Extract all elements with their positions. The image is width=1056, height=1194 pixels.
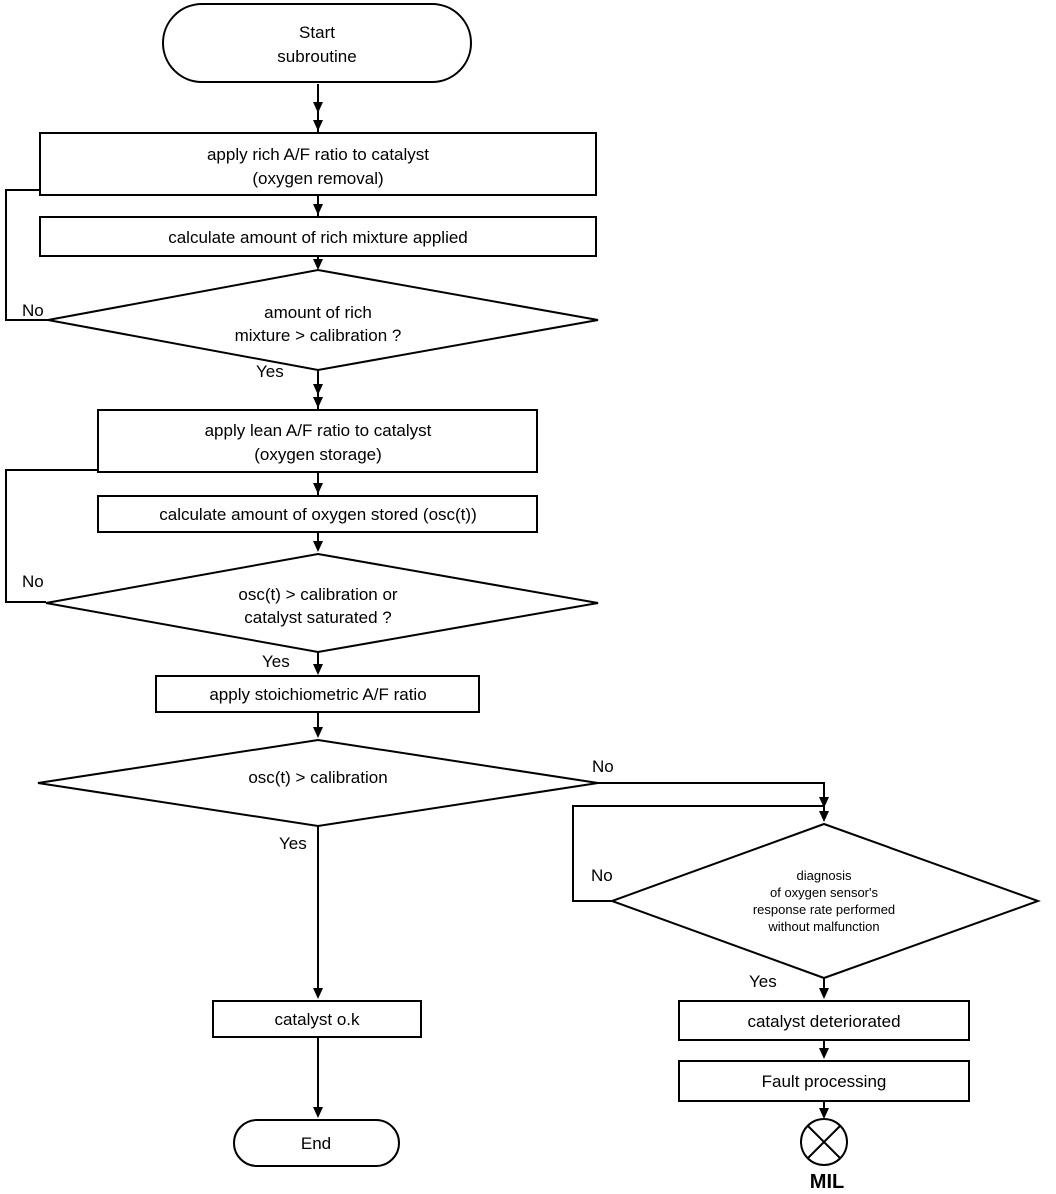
catalyst-deteriorated-label: catalyst deteriorated bbox=[747, 1012, 900, 1031]
calibration-decision: osc(t) > calibration bbox=[37, 738, 599, 828]
arrowhead bbox=[313, 102, 323, 113]
osc-decision-line2: catalyst saturated ? bbox=[244, 608, 391, 627]
mil-lamp-cross bbox=[807, 1125, 841, 1159]
diagnosis-decision-shape bbox=[609, 822, 1041, 980]
mil-lamp: MIL bbox=[800, 1118, 848, 1193]
rich-decision: amount of rich mixture > calibration ? bbox=[47, 268, 599, 372]
lean-af-line2: (oxygen storage) bbox=[254, 445, 382, 464]
catalyst-deteriorated-box: catalyst deteriorated bbox=[678, 1000, 970, 1041]
diagnosis-decision: diagnosis of oxygen sensor's response ra… bbox=[609, 822, 1041, 980]
osc-decision: osc(t) > calibration or catalyst saturat… bbox=[45, 552, 599, 654]
lean-af-box: apply lean A/F ratio to catalyst (oxygen… bbox=[97, 409, 538, 473]
arrowhead bbox=[313, 204, 323, 215]
connector-decision-no-to-diag bbox=[598, 782, 825, 818]
arrowhead bbox=[313, 397, 323, 408]
start-terminal: Start subroutine bbox=[162, 3, 472, 83]
catalyst-ok-shape bbox=[212, 1000, 422, 1038]
no-label-osc: No bbox=[22, 572, 44, 591]
start-shape bbox=[162, 3, 472, 83]
rich-decision-line1: amount of rich bbox=[264, 303, 372, 322]
connector-diag-no-loop bbox=[572, 805, 824, 902]
branch-labels: No Yes No Yes No Yes No Yes bbox=[22, 301, 777, 991]
calc-osc-label: calculate amount of oxygen stored (osc(t… bbox=[159, 505, 476, 524]
no-label-rich: No bbox=[22, 301, 44, 320]
yes-label-rich: Yes bbox=[256, 362, 284, 381]
arrowhead bbox=[313, 483, 323, 494]
rich-decision-shape bbox=[47, 268, 599, 372]
calc-osc-box: calculate amount of oxygen stored (osc(t… bbox=[97, 495, 538, 533]
lean-af-shape bbox=[97, 409, 538, 473]
diagnosis-line4: without malfunction bbox=[767, 919, 879, 934]
arrowhead bbox=[313, 727, 323, 738]
start-label-line1: Start bbox=[299, 23, 335, 42]
arrowhead bbox=[313, 384, 323, 395]
arrowhead bbox=[819, 797, 829, 808]
end-label: End bbox=[301, 1134, 331, 1153]
no-label-diagnosis: No bbox=[591, 866, 613, 885]
fault-processing-shape bbox=[678, 1060, 970, 1102]
osc-decision-line1: osc(t) > calibration or bbox=[238, 585, 398, 604]
catalyst-ok-box: catalyst o.k bbox=[212, 1000, 422, 1038]
rich-af-shape bbox=[39, 132, 597, 196]
arrowhead bbox=[819, 988, 829, 999]
calc-rich-shape bbox=[39, 216, 597, 257]
fault-processing-label: Fault processing bbox=[762, 1072, 887, 1091]
calibration-decision-shape bbox=[37, 738, 599, 828]
arrowhead bbox=[313, 120, 323, 131]
rich-decision-line2: mixture > calibration ? bbox=[235, 326, 402, 345]
mil-label: MIL bbox=[810, 1171, 844, 1193]
calc-rich-box: calculate amount of rich mixture applied bbox=[39, 216, 597, 257]
osc-decision-shape bbox=[45, 552, 599, 654]
calc-rich-label: calculate amount of rich mixture applied bbox=[168, 228, 468, 247]
arrowheads bbox=[313, 102, 829, 1119]
arrowhead bbox=[819, 811, 829, 822]
yes-label-diagnosis: Yes bbox=[749, 972, 777, 991]
rich-af-box: apply rich A/F ratio to catalyst (oxygen… bbox=[39, 132, 597, 196]
stoich-label: apply stoichiometric A/F ratio bbox=[209, 685, 426, 704]
arrowhead bbox=[313, 988, 323, 999]
yes-label-osc: Yes bbox=[262, 652, 290, 671]
catalyst-deteriorated-shape bbox=[678, 1000, 970, 1041]
diagnosis-line2: of oxygen sensor's bbox=[770, 885, 878, 900]
stoich-box: apply stoichiometric A/F ratio bbox=[155, 675, 480, 713]
lean-af-line1: apply lean A/F ratio to catalyst bbox=[205, 421, 432, 440]
arrowhead bbox=[819, 1108, 829, 1119]
yes-label-calibration: Yes bbox=[279, 834, 307, 853]
stoich-shape bbox=[155, 675, 480, 713]
arrowhead bbox=[313, 541, 323, 552]
catalyst-ok-label: catalyst o.k bbox=[274, 1010, 360, 1029]
arrowhead bbox=[313, 664, 323, 675]
arrowhead bbox=[313, 259, 323, 270]
start-label-line2: subroutine bbox=[277, 47, 356, 66]
calc-osc-shape bbox=[97, 495, 538, 533]
arrowhead bbox=[819, 1048, 829, 1059]
diagnosis-line1: diagnosis bbox=[797, 868, 852, 883]
end-terminal: End bbox=[233, 1119, 400, 1167]
diagnosis-line3: response rate performed bbox=[753, 902, 895, 917]
rich-af-line2: (oxygen removal) bbox=[252, 169, 383, 188]
end-shape bbox=[233, 1119, 400, 1167]
no-label-calibration: No bbox=[592, 757, 614, 776]
arrowhead bbox=[313, 1107, 323, 1118]
fault-processing-box: Fault processing bbox=[678, 1060, 970, 1102]
rich-af-line1: apply rich A/F ratio to catalyst bbox=[207, 145, 429, 164]
calibration-decision-label: osc(t) > calibration bbox=[248, 768, 387, 787]
